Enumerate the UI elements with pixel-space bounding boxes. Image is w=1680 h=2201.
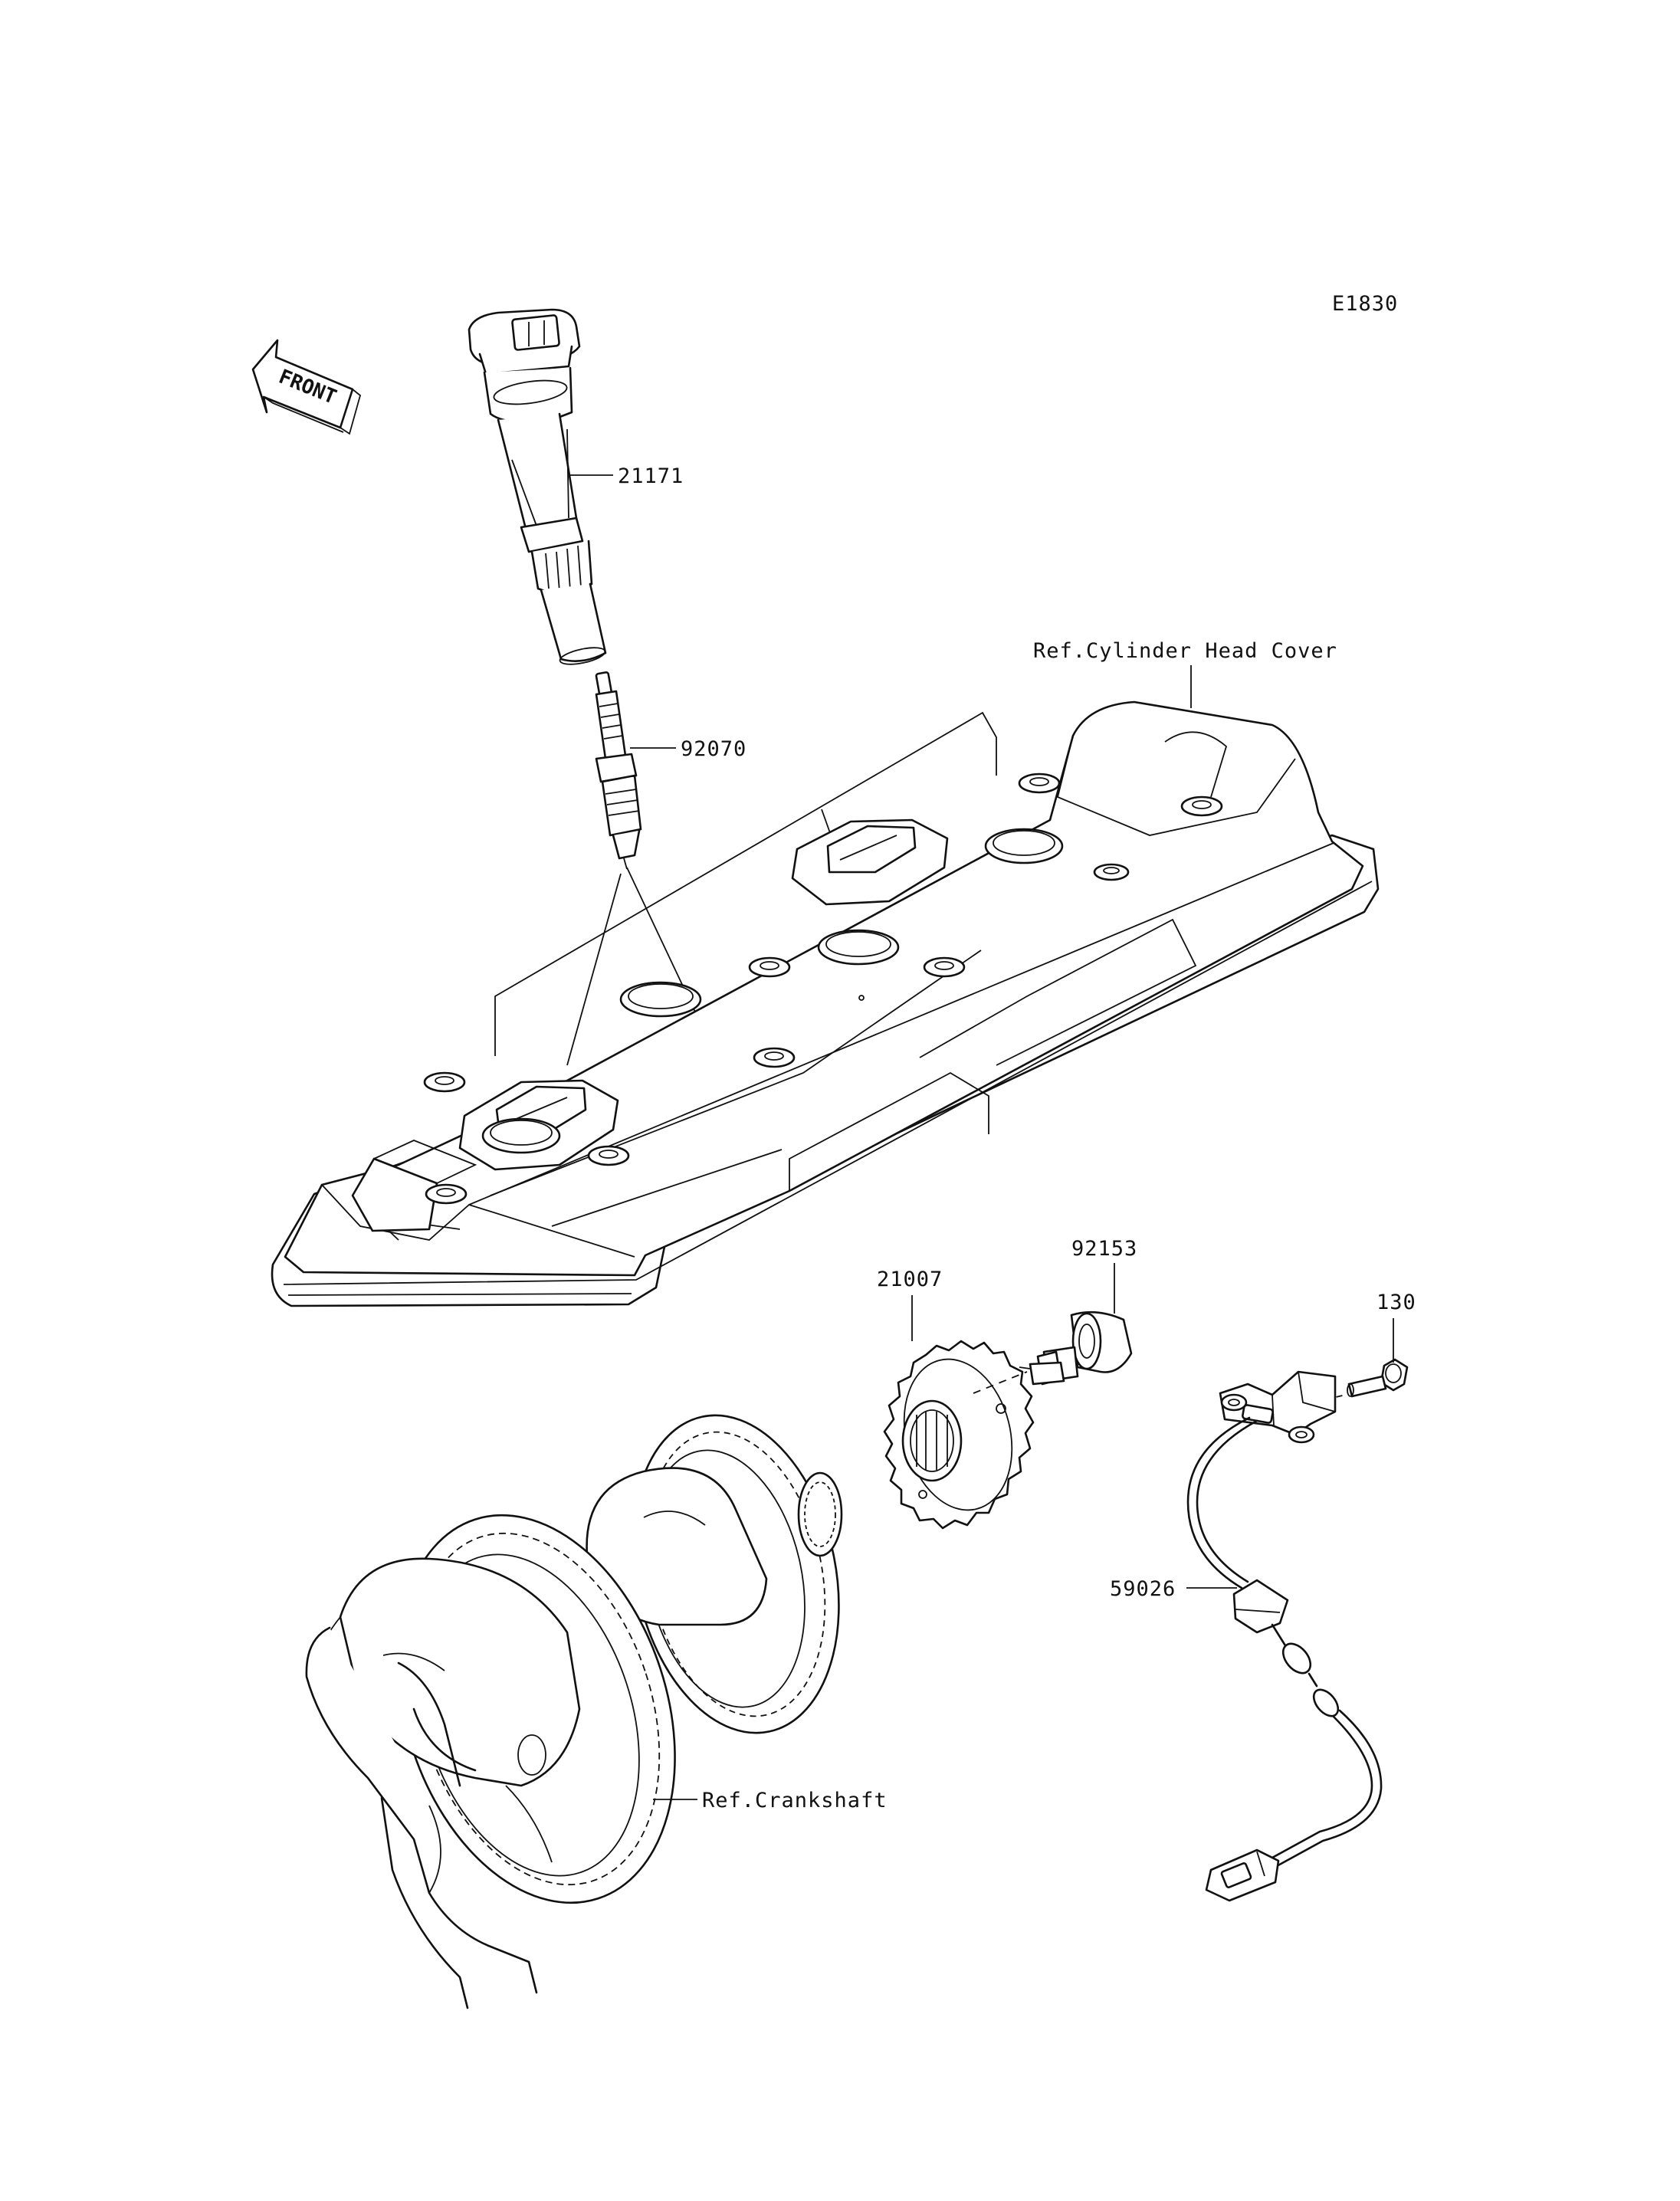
diagram-code: E1830	[1332, 292, 1398, 316]
label-head-cover: Ref.Cylinder Head Cover	[1033, 639, 1337, 663]
label-21007: 21007	[877, 1268, 943, 1291]
ignition-coil	[468, 308, 607, 665]
crank-sensor	[1186, 1370, 1383, 1902]
label-21171: 21171	[618, 464, 684, 488]
cylinder-head-cover	[271, 700, 1380, 1307]
front-arrow-icon: FRONT	[251, 339, 362, 435]
timing-rotor	[883, 1340, 1035, 1530]
label-130: 130	[1376, 1291, 1416, 1314]
label-59026: 59026	[1110, 1577, 1176, 1601]
sensor-bolt	[1347, 1358, 1409, 1398]
rotor-bolt	[1019, 1310, 1133, 1386]
crankshaft	[305, 1414, 843, 2009]
bolt-bosses	[423, 772, 1223, 1205]
label-92070: 92070	[681, 737, 746, 761]
spark-plug	[595, 671, 642, 870]
label-crankshaft: Ref.Crankshaft	[702, 1789, 888, 1812]
label-92153: 92153	[1071, 1237, 1137, 1261]
